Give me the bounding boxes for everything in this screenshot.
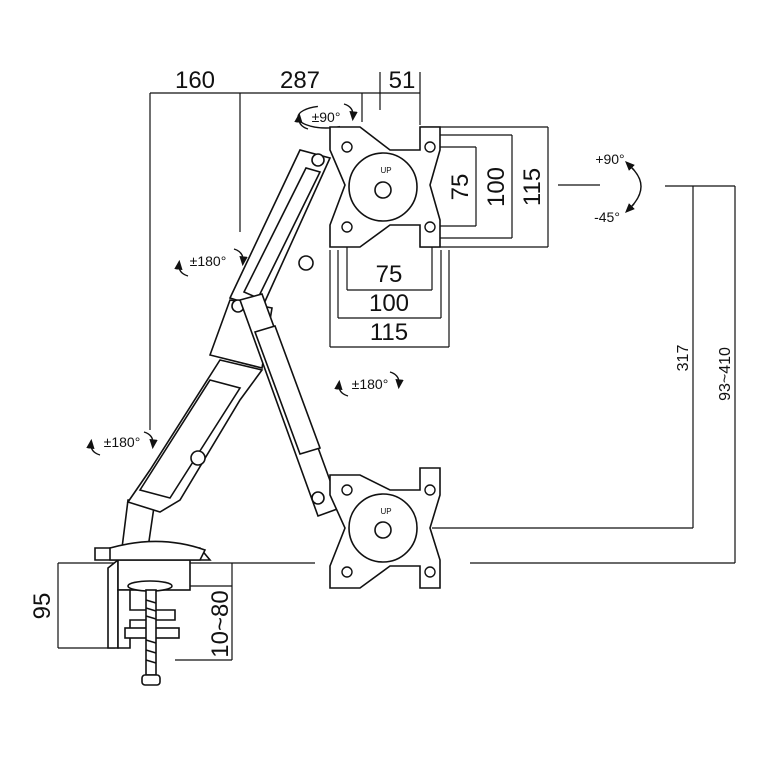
dim-height-range-label: 93~410 — [717, 347, 734, 401]
dim-317-label: 317 — [675, 345, 692, 372]
dimension-lines — [57, 72, 736, 661]
rotation-indicator-swivel-top: ±90° — [294, 103, 358, 130]
base-pole — [109, 499, 207, 561]
rotation-indicator-arm-middle: ±180° — [334, 371, 404, 397]
upper-plate-up-label: UP — [380, 166, 391, 175]
dim-clamp-95-label: 95 — [29, 593, 56, 620]
dim-160-label: 160 — [175, 67, 215, 94]
lower-plate-up-label: UP — [380, 507, 391, 516]
lower-vesa-plate: UP — [329, 467, 441, 589]
dim-clamp-range-label: 10~80 — [207, 590, 234, 657]
rotation-swivel-top-label: ±90° — [312, 109, 341, 125]
rotation-indicator-tilt: +90° -45° — [594, 151, 642, 225]
rotation-arm-upper-label: ±180° — [190, 253, 227, 269]
rotation-arm-middle-label: ±180° — [352, 376, 389, 392]
lower-arm — [126, 299, 273, 513]
rotation-arm-base-label: ±180° — [104, 434, 141, 450]
desk-clamp — [94, 547, 212, 686]
dim-vesa-v115-label: 115 — [519, 168, 546, 206]
dim-51-label: 51 — [389, 67, 416, 94]
rotation-indicator-arm-upper: ±180° — [174, 248, 248, 277]
dim-vesa-v75-label: 75 — [447, 174, 474, 201]
rotation-tilt-down-label: -45° — [594, 209, 620, 225]
upper-arm — [228, 149, 332, 313]
dim-287-label: 287 — [280, 67, 320, 94]
dim-vesa-v100-label: 100 — [483, 167, 510, 207]
dim-vesa-h75-label: 75 — [376, 261, 403, 288]
gas-spring-arm — [238, 293, 342, 518]
rotation-indicator-arm-base: ±180° — [86, 431, 158, 456]
dim-vesa-h115-label: 115 — [370, 319, 408, 346]
upper-vesa-plate: UP — [329, 126, 441, 248]
rotation-tilt-up-label: +90° — [595, 151, 624, 167]
dim-vesa-h100-label: 100 — [369, 290, 409, 317]
